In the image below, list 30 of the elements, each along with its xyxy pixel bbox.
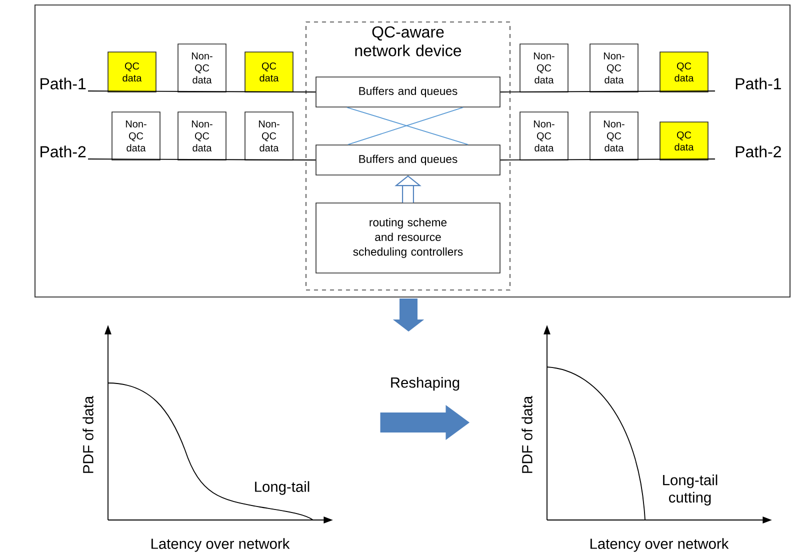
path-line (500, 158, 716, 160)
axis-label: Latency over network (590, 538, 729, 552)
path-line (88, 158, 316, 160)
axis-label: PDF of data (82, 396, 94, 473)
packet-box: Non-QC data (178, 112, 226, 160)
packet-box: QC data (244, 52, 294, 92)
path-label: Path-1 (736, 78, 781, 90)
packet-box: Non-QC data (178, 44, 226, 92)
packet-box: QC data (660, 52, 708, 92)
path-label: Path-1 (40, 78, 86, 90)
path-label: Path-2 (736, 146, 781, 158)
buffer-box: Buffers and queues (316, 76, 500, 108)
packet-box: Non-QC data (520, 112, 568, 160)
network-frame (34, 4, 791, 298)
axis-label: PDF of data (522, 396, 532, 473)
edge-label: Reshaping (388, 376, 462, 392)
path-line (88, 90, 316, 92)
packet-box: Non-QC data (520, 44, 568, 92)
axis-label: Latency over network (152, 538, 290, 552)
controller-box: routing scheme and resource scheduling controllers (316, 202, 500, 274)
packet-box: QC data (108, 52, 156, 92)
packet-box: Non-QC data (244, 112, 294, 160)
path-line (500, 90, 716, 92)
packet-box: QC data (660, 122, 708, 160)
curve-label: Long-tail (255, 481, 310, 495)
path-label: Path-2 (40, 146, 86, 158)
packet-box: Non-QC data (590, 44, 638, 92)
packet-box: Non-QC data (590, 112, 638, 160)
packet-box: Non-QC data (112, 112, 160, 160)
curve-label: Long-tail cutting (663, 474, 718, 506)
